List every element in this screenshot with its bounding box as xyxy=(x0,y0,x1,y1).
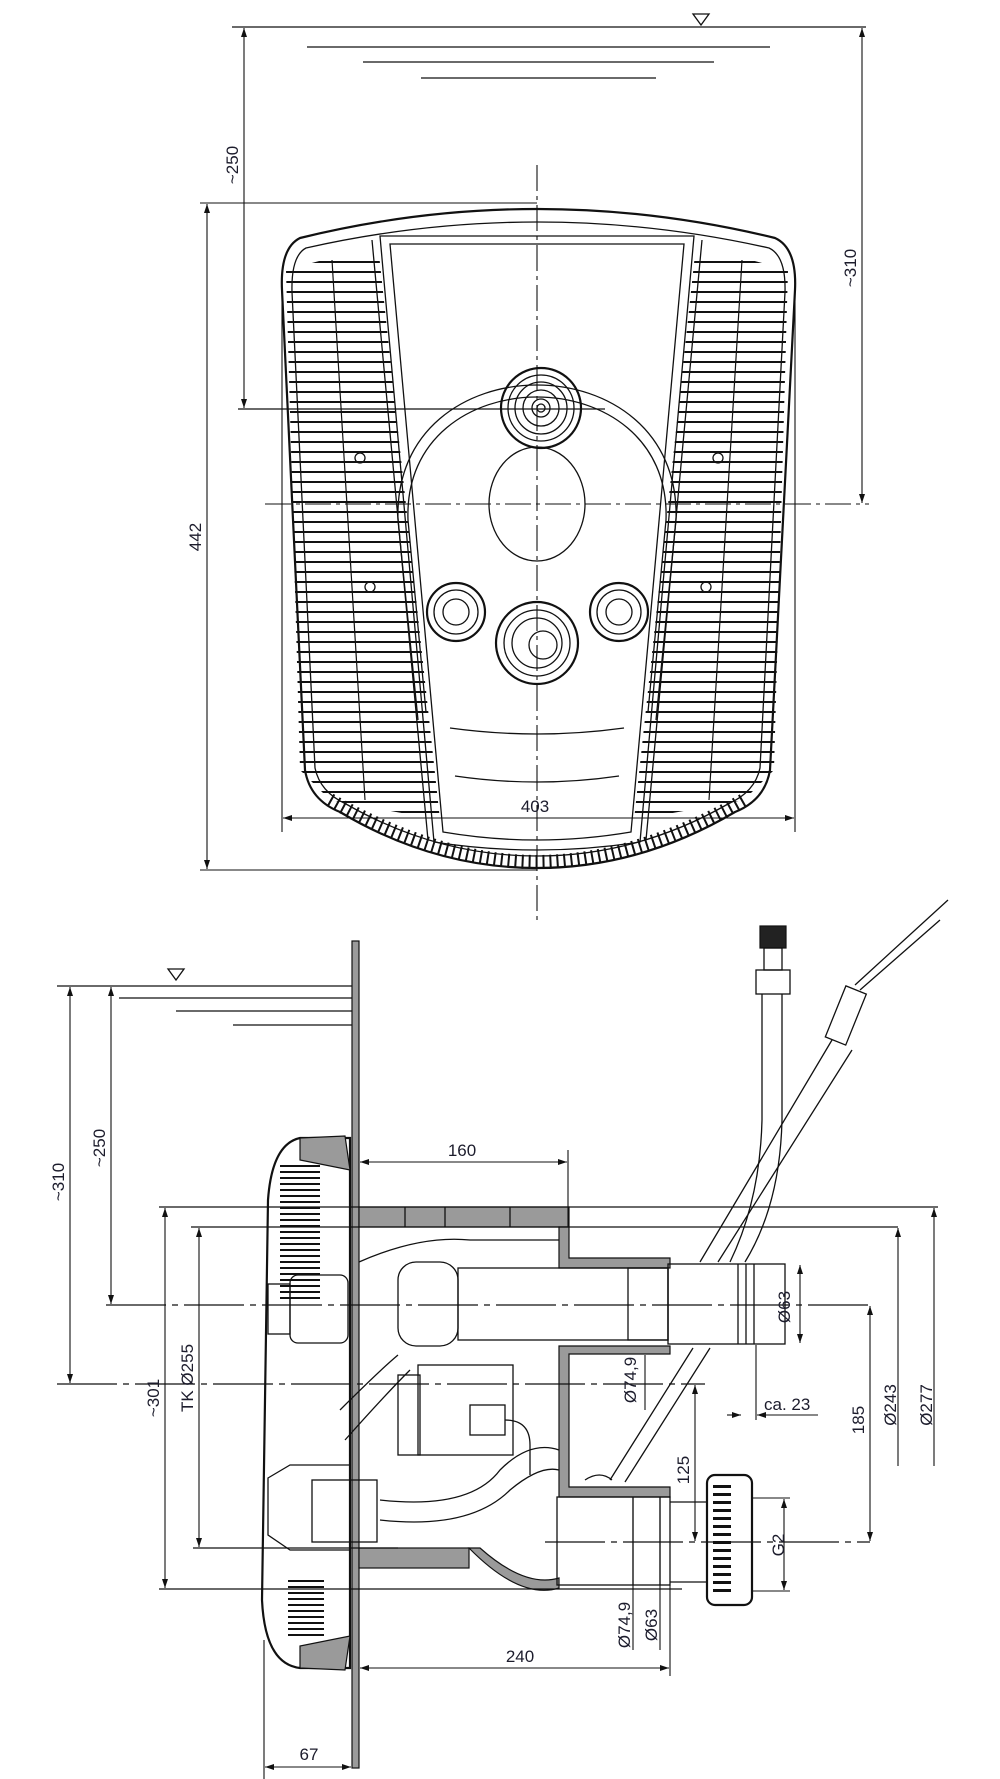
dim-height: 442 xyxy=(186,523,205,551)
front-view: ~250 ~310 442 403 xyxy=(186,13,869,920)
dim-160: 160 xyxy=(448,1141,476,1160)
dim-ca-23: ca. 23 xyxy=(764,1395,810,1414)
dim-lower-749: Ø74,9 xyxy=(615,1602,634,1648)
pool-wall xyxy=(351,940,360,1769)
dim-depth-center: ~310 xyxy=(841,249,860,287)
front-cover xyxy=(260,1135,378,1671)
dim-width: 403 xyxy=(521,797,549,816)
right-button xyxy=(588,581,650,643)
grille-rib xyxy=(708,259,743,801)
dim-tk-255: TK Ø255 xyxy=(178,1344,197,1412)
dim-301: ~301 xyxy=(144,1379,163,1417)
sensor-cable xyxy=(584,899,949,1483)
water-level-symbol-side xyxy=(57,968,356,1026)
front-dimensions: ~250 ~310 442 403 xyxy=(186,28,865,871)
center-lines xyxy=(238,165,869,920)
dim-277: Ø277 xyxy=(917,1384,936,1426)
dim-g2: G2 xyxy=(769,1534,788,1557)
motor-box xyxy=(417,1364,514,1456)
dim-240: 240 xyxy=(506,1647,534,1666)
dim-lower-63: Ø63 xyxy=(642,1609,661,1641)
dim-depth-nozzle: ~250 xyxy=(223,146,242,184)
right-grille xyxy=(634,259,788,813)
top-nozzle xyxy=(499,366,583,450)
skimmer-front-housing xyxy=(280,207,797,870)
grille-rib xyxy=(331,259,366,801)
water-level-symbol xyxy=(232,13,866,79)
dim-125: 125 xyxy=(674,1456,693,1484)
dim-side-310: ~310 xyxy=(49,1163,68,1201)
lower-pipe xyxy=(556,1496,671,1586)
left-grille xyxy=(286,259,440,813)
dim-185: 185 xyxy=(849,1406,868,1434)
screw-holes xyxy=(354,452,724,593)
side-view: ~310 ~250 160 ~301 TK Ø255 Ø243 Ø277 Ø63… xyxy=(49,899,949,1779)
left-button xyxy=(425,581,487,643)
dim-upper-749: Ø74,9 xyxy=(621,1357,640,1403)
side-dimensions: ~310 ~250 160 ~301 TK Ø255 Ø243 Ø277 Ø63… xyxy=(49,987,937,1779)
skimmer-body xyxy=(339,1206,786,1591)
upper-pipe xyxy=(667,1263,786,1345)
upper-ball-joint xyxy=(397,1261,459,1347)
g2-fitting xyxy=(670,1473,754,1607)
dim-243: Ø243 xyxy=(881,1384,900,1426)
dim-67: 67 xyxy=(300,1745,319,1764)
dim-side-250: ~250 xyxy=(90,1129,109,1167)
dim-upper-63: Ø63 xyxy=(775,1291,794,1323)
